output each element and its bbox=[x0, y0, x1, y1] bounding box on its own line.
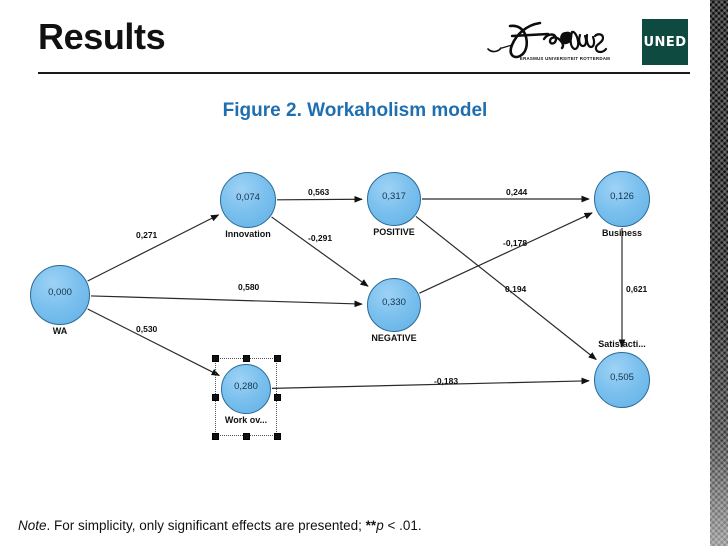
note-tail: < .01. bbox=[383, 518, 422, 533]
note-stars: ** bbox=[365, 518, 377, 533]
selection-handle[interactable] bbox=[274, 433, 281, 440]
node-circle-innovation[interactable]: 0,074 bbox=[220, 172, 276, 228]
selection-handle[interactable] bbox=[212, 355, 219, 362]
header-divider bbox=[38, 72, 690, 74]
selection-handle[interactable] bbox=[274, 355, 281, 362]
edge-label-wa-to-negative: 0,580 bbox=[238, 282, 260, 292]
edge-label-innovation-to-positive: 0,563 bbox=[308, 187, 330, 197]
figure-note: Note. For simplicity, only significant e… bbox=[18, 518, 690, 533]
node-label-business: Business bbox=[601, 228, 643, 238]
node-satisfaction[interactable]: 0,505 Satisfacti... bbox=[594, 339, 650, 408]
node-value-innovation: 0,074 bbox=[236, 192, 260, 203]
erasmus-signature-icon bbox=[487, 21, 608, 59]
node-circle-satisfaction[interactable]: 0,505 bbox=[594, 352, 650, 408]
node-label-satisfaction: Satisfacti... bbox=[598, 339, 646, 349]
node-value-positive: 0,317 bbox=[382, 191, 406, 202]
node-circle-positive[interactable]: 0,317 bbox=[367, 172, 421, 226]
edge-label-innovation-to-negative: -0,291 bbox=[308, 233, 333, 243]
edge-label-negative-to-business: -0,178 bbox=[503, 238, 528, 248]
edge-positive-to-satisfaction[interactable] bbox=[415, 215, 597, 361]
node-circle-business[interactable]: 0,126 bbox=[594, 171, 650, 227]
node-label-wa: WA bbox=[52, 326, 68, 336]
erasmus-university-rotterdam-logo: ERASMUS UNIVERSITEIT ROTTERDAM bbox=[482, 19, 630, 65]
edge-label-business-to-satisfaction: 0,621 bbox=[626, 284, 648, 294]
node-value-wa: 0,000 bbox=[48, 287, 72, 298]
selection-box bbox=[215, 358, 277, 436]
edge-innovation-to-negative[interactable] bbox=[271, 216, 369, 287]
node-value-workover: 0,280 bbox=[234, 381, 258, 392]
node-label-negative: NEGATIVE bbox=[371, 333, 417, 343]
selection-handle[interactable] bbox=[212, 433, 219, 440]
node-label-positive: POSITIVE bbox=[373, 227, 415, 237]
node-value-negative: 0,330 bbox=[382, 297, 406, 308]
uned-logo: UNED bbox=[642, 19, 688, 65]
diagram-edges bbox=[87, 195, 626, 389]
node-circle-wa[interactable]: 0,000 bbox=[30, 265, 90, 325]
slide-right-edge-texture bbox=[709, 0, 728, 546]
selection-handle[interactable] bbox=[274, 394, 281, 401]
note-p: p bbox=[376, 518, 384, 533]
edge-label-positive-to-business: 0,244 bbox=[506, 187, 528, 197]
selection-handle[interactable] bbox=[243, 433, 250, 440]
edge-wa-to-innovation[interactable] bbox=[87, 214, 220, 282]
page-title: Results bbox=[38, 16, 166, 57]
edge-wa-to-negative[interactable] bbox=[90, 295, 363, 308]
edge-label-workover-to-satisfaction: -0,183 bbox=[434, 376, 459, 386]
node-circle-workover[interactable]: 0,280 bbox=[221, 364, 271, 414]
note-text: . For simplicity, only significant effec… bbox=[46, 518, 366, 533]
node-value-business: 0,126 bbox=[610, 191, 634, 202]
selection-handle[interactable] bbox=[243, 355, 250, 362]
erasmus-wordmark: ERASMUS UNIVERSITEIT ROTTERDAM bbox=[519, 56, 611, 61]
edge-label-wa-to-workover: 0,530 bbox=[136, 324, 158, 334]
node-label-innovation: Innovation bbox=[225, 229, 271, 239]
selection-handle[interactable] bbox=[212, 394, 219, 401]
uned-logo-text: UNED bbox=[643, 34, 687, 50]
edge-innovation-to-positive[interactable] bbox=[276, 195, 363, 203]
edge-workover-to-satisfaction[interactable] bbox=[271, 377, 590, 389]
edge-label-positive-to-satisfaction: 0,194 bbox=[505, 284, 527, 294]
note-prefix: Note bbox=[18, 518, 47, 533]
edge-wa-to-workover[interactable] bbox=[87, 308, 220, 377]
edge-label-wa-to-innovation: 0,271 bbox=[136, 230, 158, 240]
logo-group: ERASMUS UNIVERSITEIT ROTTERDAM UNED bbox=[482, 18, 688, 66]
edge-negative-to-business[interactable] bbox=[419, 212, 593, 294]
node-circle-negative[interactable]: 0,330 bbox=[367, 278, 421, 332]
node-label-workover: Work ov... bbox=[224, 415, 268, 425]
node-value-satisfaction: 0,505 bbox=[610, 372, 634, 383]
slide-header: Results bbox=[0, 0, 710, 80]
figure-caption: Figure 2. Workaholism model bbox=[222, 100, 488, 121]
